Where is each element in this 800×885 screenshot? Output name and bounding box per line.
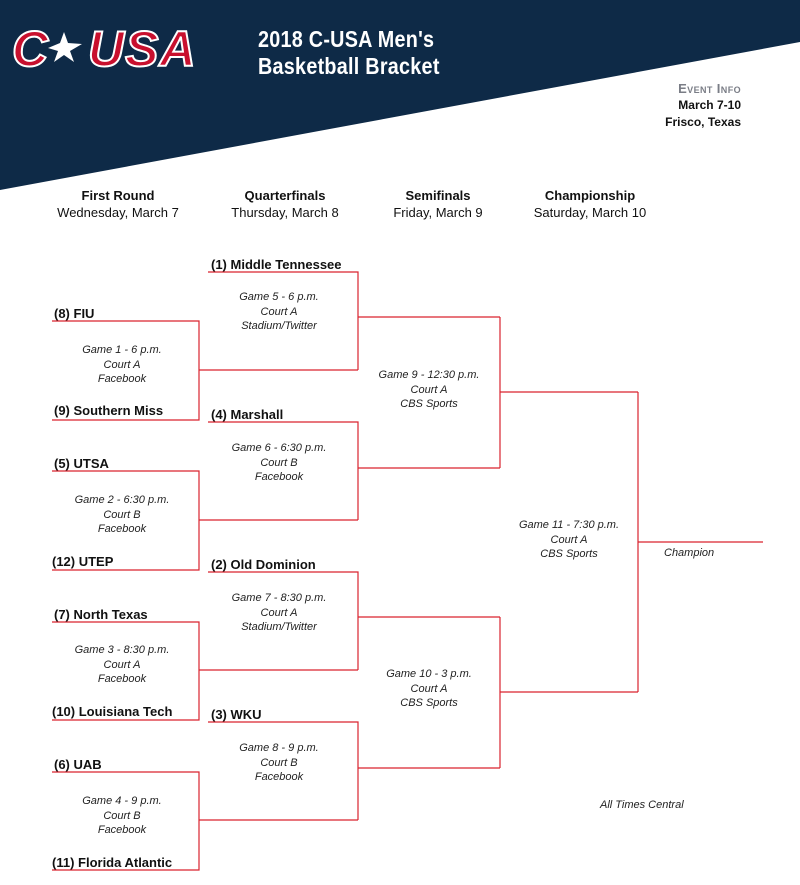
game-court: Court A — [103, 358, 141, 371]
game-broadcast: CBS Sports — [400, 697, 458, 709]
game-3-info: Game 3 - 8:30 p.m. Court A Facebook — [42, 643, 202, 687]
svg-text:USA: USA — [88, 22, 197, 74]
game-5-info: Game 5 - 6 p.m. Court A Stadium/Twitter — [199, 290, 359, 334]
team-wku: (3) WKU — [211, 707, 262, 722]
event-dates: March 7-10 — [678, 98, 741, 112]
game-court: Court B — [260, 756, 298, 769]
game-7-info: Game 7 - 8:30 p.m. Court A Stadium/Twitt… — [199, 591, 359, 635]
game-time: Game 1 - 6 p.m. — [82, 344, 162, 356]
game-court: Court B — [103, 809, 141, 822]
game-time: Game 6 - 6:30 p.m. — [231, 442, 327, 454]
game-court: Court A — [260, 305, 298, 318]
event-info: Event Info March 7-10 Frisco, Texas — [665, 80, 741, 131]
svg-text:C: C — [12, 22, 49, 74]
header-banner — [0, 0, 800, 190]
game-court: Court A — [260, 606, 298, 619]
round-date: Saturday, March 10 — [533, 205, 647, 220]
team-utep: (12) UTEP — [52, 554, 114, 569]
round-date: Thursday, March 8 — [231, 205, 339, 220]
bracket-line-game-3 — [52, 621, 200, 721]
round-name: Semifinals — [405, 188, 471, 203]
event-location: Frisco, Texas — [665, 115, 741, 129]
title-line-1: 2018 C-USA Men's — [258, 26, 435, 52]
game-court: Court B — [103, 508, 141, 521]
game-broadcast: Stadium/Twitter — [241, 621, 317, 633]
round-date: Friday, March 9 — [393, 205, 483, 220]
game-time: Game 4 - 9 p.m. — [82, 795, 162, 807]
bracket-line-game-5 — [208, 271, 359, 370]
game-time: Game 7 - 8:30 p.m. — [231, 592, 327, 604]
game-court: Court A — [103, 658, 141, 671]
team-middle-tennessee: (1) Middle Tennessee — [211, 257, 342, 272]
event-info-label: Event Info — [678, 81, 741, 96]
game-4-info: Game 4 - 9 p.m. Court B Facebook — [42, 794, 202, 838]
game-time: Game 10 - 3 p.m. — [386, 668, 472, 680]
game-broadcast: CBS Sports — [400, 398, 458, 410]
game-broadcast: Facebook — [97, 824, 147, 836]
team-marshall: (4) Marshall — [211, 407, 284, 422]
round-name: First Round — [81, 188, 155, 203]
round-date: Wednesday, March 7 — [57, 205, 179, 220]
team-old-dominion: (2) Old Dominion — [211, 557, 316, 572]
round-header-semifinals: Semifinals Friday, March 9 — [358, 188, 518, 220]
game-broadcast: Stadium/Twitter — [241, 320, 317, 332]
game-broadcast: Facebook — [254, 471, 304, 483]
round-name: Championship — [544, 188, 636, 203]
game-broadcast: Facebook — [97, 373, 147, 385]
game-1-info: Game 1 - 6 p.m. Court A Facebook — [42, 343, 202, 387]
game-time: Game 5 - 6 p.m. — [239, 291, 319, 303]
bracket-line-game-8 — [208, 721, 359, 820]
game-broadcast: Facebook — [254, 771, 304, 783]
bracket-line-game-7 — [208, 571, 359, 670]
team-southern-miss: (9) Southern Miss — [54, 403, 164, 418]
page-title: 2018 C-USA Men's Basketball Bracket — [258, 26, 482, 80]
bracket-line-game-6 — [208, 421, 359, 520]
game-11-info: Game 11 - 7:30 p.m. Court A CBS Sports — [489, 518, 649, 562]
times-note: All Times Central — [600, 799, 684, 811]
round-header-first: First Round Wednesday, March 7 — [38, 188, 198, 220]
cusa-logo: C USA — [11, 22, 197, 74]
game-broadcast: CBS Sports — [540, 548, 598, 560]
team-fiu: (8) FIU — [54, 306, 95, 321]
game-court: Court A — [550, 533, 588, 546]
team-louisiana-tech: (10) Louisiana Tech — [52, 704, 173, 719]
game-court: Court A — [410, 682, 448, 695]
team-uab: (6) UAB — [54, 757, 102, 772]
game-time: Game 2 - 6:30 p.m. — [74, 494, 170, 506]
champion-label: Champion — [664, 547, 715, 559]
team-florida-atlantic: (11) Florida Atlantic — [52, 855, 173, 870]
title-line-2: Basketball Bracket — [258, 53, 440, 79]
game-time: Game 9 - 12:30 p.m. — [378, 369, 480, 381]
game-time: Game 3 - 8:30 p.m. — [74, 644, 170, 656]
game-8-info: Game 8 - 9 p.m. Court B Facebook — [199, 741, 359, 785]
game-2-info: Game 2 - 6:30 p.m. Court B Facebook — [42, 493, 202, 537]
bracket-line-game-4 — [52, 771, 200, 871]
game-10-info: Game 10 - 3 p.m. Court A CBS Sports — [349, 667, 509, 711]
game-time: Game 8 - 9 p.m. — [239, 742, 319, 754]
round-header-championship: Championship Saturday, March 10 — [510, 188, 670, 220]
game-time: Game 11 - 7:30 p.m. — [518, 519, 620, 531]
game-court: Court B — [260, 456, 298, 469]
round-header-quarterfinals: Quarterfinals Thursday, March 8 — [205, 188, 365, 220]
round-name: Quarterfinals — [244, 188, 326, 203]
game-6-info: Game 6 - 6:30 p.m. Court B Facebook — [199, 441, 359, 485]
team-utsa: (5) UTSA — [54, 456, 109, 471]
game-broadcast: Facebook — [97, 523, 147, 535]
team-north-texas: (7) North Texas — [54, 607, 148, 622]
game-court: Court A — [410, 383, 448, 396]
game-9-info: Game 9 - 12:30 p.m. Court A CBS Sports — [349, 368, 509, 412]
game-broadcast: Facebook — [97, 673, 147, 685]
